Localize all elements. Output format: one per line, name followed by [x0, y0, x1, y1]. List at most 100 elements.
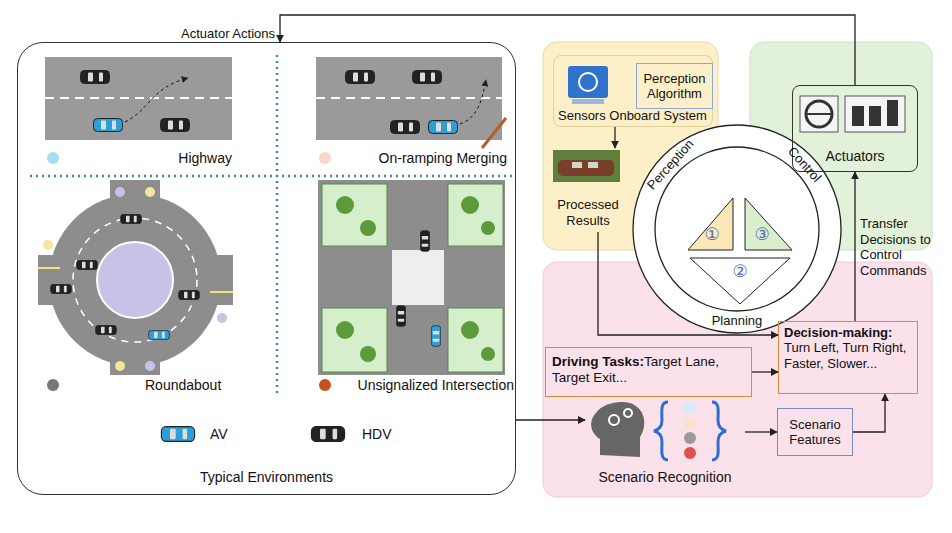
- highway-scene-part: [94, 119, 123, 132]
- intersection-scene-part: [431, 326, 440, 347]
- processed-image-part: [572, 162, 582, 168]
- intersection-scene-part: [420, 231, 429, 252]
- processed-image-part: [558, 160, 614, 176]
- legend-car-icons: [161, 427, 344, 442]
- feature-braces-part: [684, 432, 696, 444]
- environment-panel: Typical Environments: [17, 42, 516, 495]
- feature-braces-part: [684, 447, 696, 459]
- highway-scene: [45, 57, 232, 164]
- flow-arrow: [614, 127, 615, 148]
- intersection-scene-part: [448, 184, 503, 246]
- on-ramp-scene-part: [429, 121, 458, 134]
- flow-arrow: [752, 371, 778, 372]
- intersection-scene-part: [322, 308, 387, 372]
- sensor-box: Sensors Onboard SystemPerception Algorit…: [553, 55, 713, 127]
- actuator-icons: [800, 96, 905, 132]
- on-ramp-scene-part: [316, 57, 502, 140]
- scenario-name: Roundabout: [145, 377, 255, 393]
- legend-car-icons-part: [311, 427, 344, 442]
- node-title: Scenario Recognition: [598, 469, 731, 486]
- edge-label: Transfer Decisions to Control Commands: [860, 216, 948, 278]
- intersection-scene: [318, 180, 505, 391]
- roundabout-scene-part: [77, 260, 98, 269]
- pipeline-circle-part: [745, 198, 792, 250]
- algorithm-box: Perception Algorithm: [636, 63, 713, 109]
- intersection-scene-part: [318, 180, 505, 375]
- processed-image-part: [553, 150, 620, 182]
- legend-text: HDV: [362, 426, 392, 442]
- node-title: Decision-making:: [784, 325, 892, 340]
- flow-arrow: [516, 419, 585, 420]
- stage-name: Planning: [712, 314, 763, 329]
- edge-label: Actuator Actions: [150, 26, 275, 42]
- on-ramp-scene-part: [319, 152, 331, 164]
- intersection-scene-part: [448, 308, 503, 372]
- feature-braces-part: [654, 402, 668, 460]
- on-ramp-scene-part: [346, 71, 375, 84]
- feature-braces-part: [684, 417, 696, 429]
- intersection-scene-part-part: [396, 306, 405, 327]
- sensor-icon-part: [572, 99, 604, 104]
- intersection-scene-part: [319, 379, 331, 391]
- callout-number: ②: [732, 262, 747, 282]
- callout-number: ①: [704, 225, 719, 245]
- intersection-scene-part: [360, 220, 376, 236]
- roundabout-scene-part: [38, 267, 60, 269]
- roundabout-scene-part: [49, 194, 221, 366]
- actuator-icons-part: [887, 100, 898, 126]
- feature-box: Scenario Features: [777, 408, 853, 456]
- roundabout-scene-part: [47, 379, 59, 391]
- feature-braces-part: [684, 402, 696, 414]
- highway-scene-part: [45, 57, 232, 140]
- node-title: Processed Results: [550, 197, 626, 228]
- intersection-scene-part: [481, 347, 495, 361]
- intersection-scene-part: [336, 321, 354, 339]
- roundabout-scene-part: [217, 313, 227, 323]
- sensor-icon: [568, 66, 608, 104]
- node-title: Sensors Onboard System: [558, 108, 707, 123]
- scene-dividers: [30, 55, 515, 395]
- scenario-name: Highway: [150, 150, 232, 166]
- intersection-scene-part: [396, 306, 405, 327]
- actuator-icons-part: [869, 106, 881, 126]
- head-icon-part: [624, 409, 632, 417]
- intersection-scene-part: [461, 321, 479, 339]
- scenario-name: Unsignalized Intersection: [320, 377, 514, 393]
- on-ramp-scene-part: [391, 121, 420, 134]
- scene-dividers-part: [276, 55, 279, 395]
- pipeline-circle-part: [655, 147, 819, 311]
- roundabout-scene-part: [115, 361, 125, 371]
- roundabout-scene-part: [145, 361, 155, 371]
- decision-box: Decision-making:Turn Left, Turn Right, F…: [778, 321, 918, 394]
- highway-scene-part: [125, 78, 188, 122]
- roundabout-scene-part: [210, 291, 233, 293]
- on-ramp-scene-part: [316, 97, 502, 99]
- node-title: Scenario Features: [778, 417, 852, 448]
- processed-image-part: [588, 162, 598, 168]
- processed-image: [553, 150, 620, 182]
- flow-arrow: [745, 431, 777, 432]
- pipeline-circle-part: [690, 258, 790, 304]
- head-icon-part: [609, 415, 619, 425]
- roundabout-scene-part: [73, 218, 197, 342]
- sensor-icon-part: [579, 73, 597, 91]
- flow-arrow: [598, 232, 778, 335]
- highway-scene-part: [45, 97, 232, 99]
- intersection-scene-part-part: [420, 231, 429, 252]
- task-box: Driving Tasks:Target Lane, Target Exit..…: [545, 347, 752, 397]
- feature-braces: [654, 402, 726, 460]
- highway-scene-part: [81, 71, 110, 84]
- flow-arrow: [280, 15, 855, 85]
- highway-scene-part: [161, 119, 190, 132]
- node-title: Actuators: [825, 148, 884, 165]
- pipeline-circle-part: [688, 198, 733, 250]
- intersection-scene-part: [322, 184, 387, 246]
- node-title: Typical Environments: [200, 469, 333, 486]
- roundabout-scene-part: [121, 214, 142, 223]
- intersection-scene-part-part: [431, 326, 440, 347]
- pipeline-circle-part: [633, 125, 841, 333]
- roundabout-scene-part: [115, 187, 125, 197]
- roundabout-scene: [38, 180, 233, 391]
- actuator-box: Actuators: [792, 85, 918, 172]
